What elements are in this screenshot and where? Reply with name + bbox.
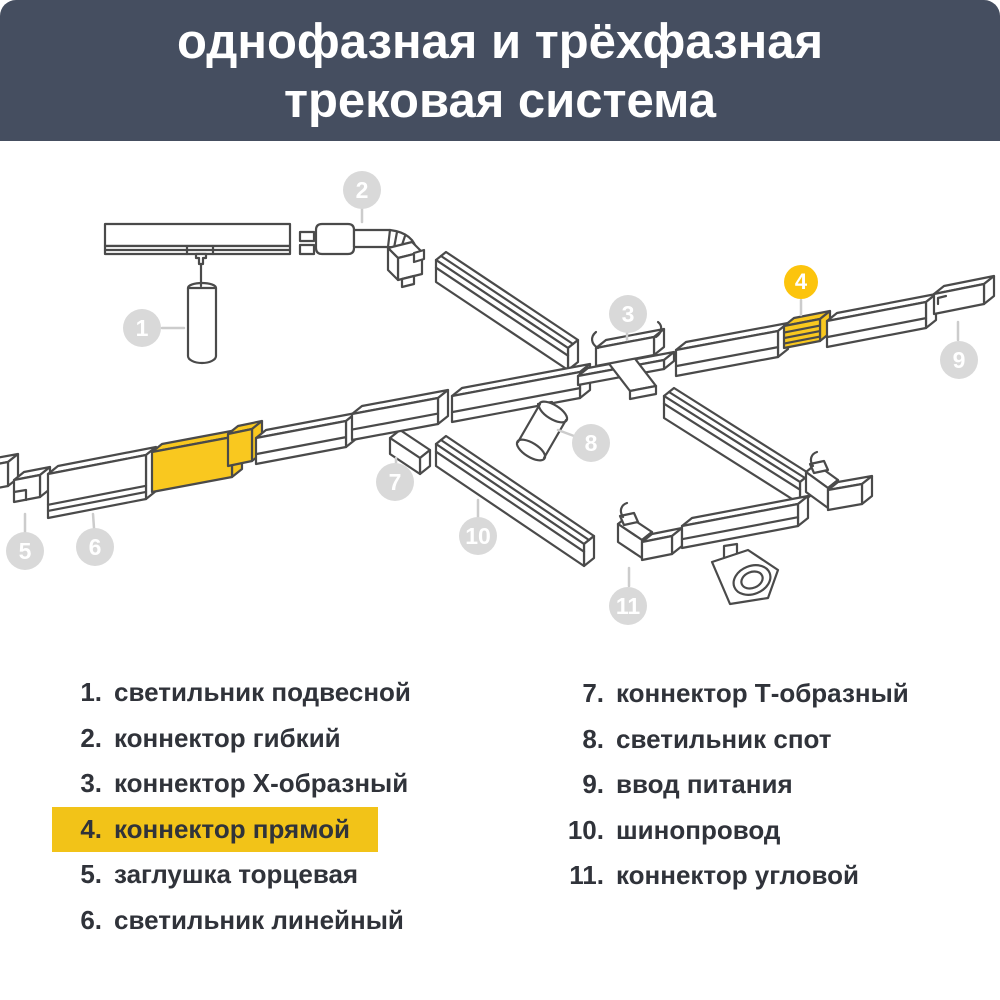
legend-item-3: 3. коннектор Х-образный [52, 761, 411, 807]
page-title-line-1: однофазная и трёхфазная [176, 15, 824, 69]
legend-item-number: 1. [80, 677, 102, 708]
legend-item-8: 8. светильник спот [548, 717, 909, 763]
legend-item-label: коннектор прямой [114, 813, 350, 844]
legend-item-1: 1. светильник подвесной [52, 670, 411, 716]
legend-item-label: коннектор гибкий [114, 722, 341, 753]
part-badge-10: 10 [459, 517, 497, 555]
part-badge-3: 3 [609, 295, 647, 333]
part-badge-9: 9 [940, 341, 978, 379]
legend-column-left: 1. светильник подвесной 2. коннектор гибки… [52, 670, 411, 943]
part-badge-6: 6 [76, 528, 114, 566]
legend-item-9: 9. ввод питания [548, 762, 909, 808]
legend-item-number: 8. [582, 723, 604, 754]
legend-item-11: 11. коннектор угловой [548, 853, 909, 899]
part-badge-7: 7 [376, 463, 414, 501]
legend-item-label: светильник линейный [114, 904, 404, 935]
legend-item-number: 9. [582, 769, 604, 800]
legend-item-number: 5. [80, 859, 102, 890]
legend-item-number: 11. [569, 860, 604, 891]
legend-item-label: светильник спот [616, 723, 832, 754]
part-badge-4-highlighted: 4 [784, 265, 818, 299]
legend-item-label: коннектор Т-образный [616, 678, 909, 709]
legend-item-5: 5. заглушка торцевая [52, 852, 411, 898]
legend-item-number: 4. [80, 813, 102, 844]
part-badge-1: 1 [123, 309, 161, 347]
part-badge-8: 8 [572, 424, 610, 462]
legend-item-7: 7. коннектор Т-образный [548, 671, 909, 717]
part-badge-5: 5 [6, 532, 44, 570]
legend-item-label: коннектор Х-образный [114, 768, 409, 799]
legend-item-label: светильник подвесной [114, 677, 411, 708]
part-badge-11: 11 [609, 587, 647, 625]
legend-item-label: ввод питания [616, 769, 793, 800]
legend-item-number: 6. [80, 904, 102, 935]
header-banner: однофазная и трёхфазная трековая система [0, 0, 1000, 141]
legend-item-4-highlighted: 4. коннектор прямой [52, 806, 378, 852]
part-badge-2: 2 [343, 171, 381, 209]
legend-item-6: 6. светильник линейный [52, 898, 411, 944]
page-title-line-2: трековая система [283, 74, 716, 128]
legend-column-right: 7. коннектор Т-образный 8. светильник спот… [548, 671, 909, 899]
legend-item-number: 7. [582, 678, 604, 709]
legend-item-number: 3. [80, 768, 102, 799]
legend-item-number: 10. [567, 814, 604, 845]
legend-item-label: коннектор угловой [616, 860, 860, 891]
legend-item-number: 2. [80, 722, 102, 753]
legend-item-label: заглушка торцевая [114, 859, 359, 890]
legend-item-10: 10. шинопровод [548, 808, 909, 854]
legend-item-label: шинопровод [616, 814, 781, 845]
legend-item-2: 2. коннектор гибкий [52, 716, 411, 762]
